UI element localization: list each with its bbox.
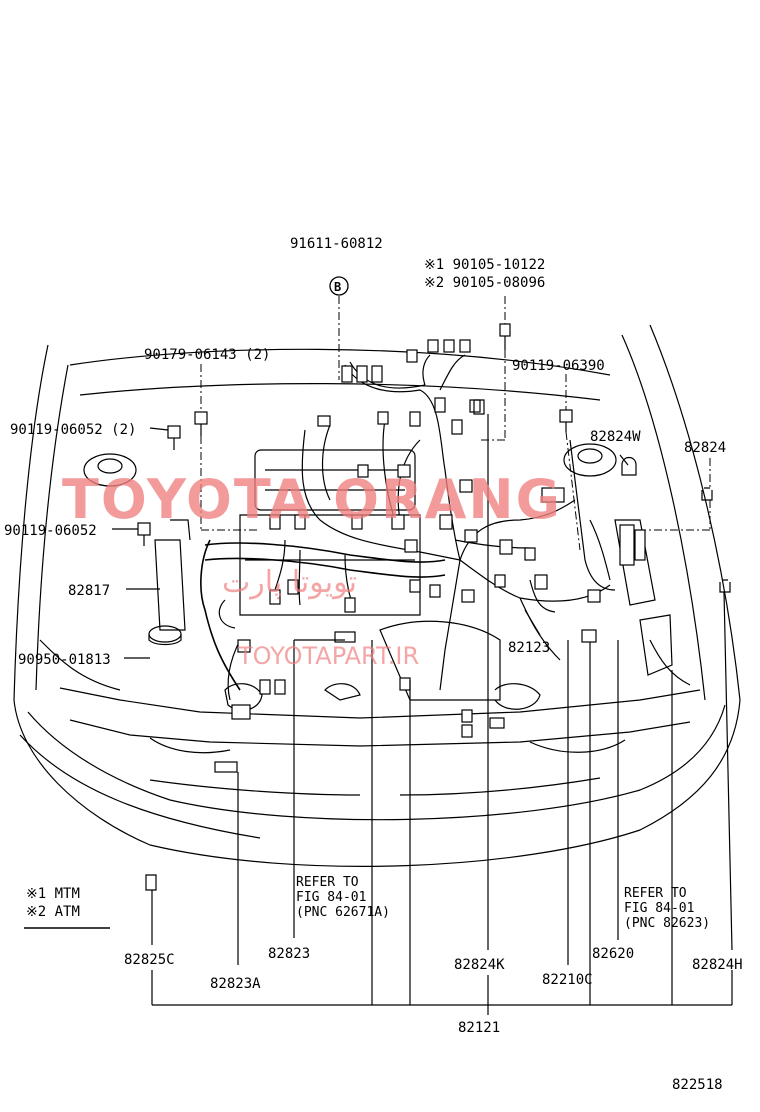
label-82825c: 82825C: [124, 952, 175, 968]
label-82824w: 82824W: [590, 429, 641, 445]
refer-right-line3: (PNC 82623): [624, 916, 710, 931]
harness-connectors: [214, 339, 646, 773]
part-labels: 91611-60812 B ※1 90105-10122 ※2 90105-08…: [4, 236, 743, 1093]
fasteners: [137, 323, 731, 891]
label-82824: 82824: [684, 440, 726, 456]
label-82824h: 82824H: [692, 957, 743, 973]
refer-left-line1: REFER TO: [296, 875, 359, 890]
clip-icon: [473, 399, 485, 415]
refer-left-line3: (PNC 62671A): [296, 905, 390, 920]
bolt-icon: [167, 425, 181, 450]
label-90119-06390: 90119-06390: [512, 358, 605, 374]
clip-icon: [701, 487, 713, 501]
label-90179-06143: 90179-06143 (2): [144, 347, 270, 363]
label-90950-01813: 90950-01813: [18, 652, 111, 668]
label-90105-08096: ※2 90105-08096: [424, 275, 545, 291]
label-90105-10122: ※1 90105-10122: [424, 257, 545, 273]
label-90119-06052: 90119-06052: [4, 523, 97, 539]
label-82620: 82620: [592, 946, 634, 962]
bolt-icon: [499, 323, 511, 350]
refer-right-line2: FIG 84-01: [624, 901, 694, 916]
watermark-url: TOYOTAPART.IR: [237, 642, 419, 670]
label-82121: 82121: [458, 1020, 500, 1036]
watermark-main: TOYOTA ORANG: [62, 468, 562, 531]
clip-icon: [621, 456, 637, 476]
watermark: TOYOTA ORANG تویوتا پارت TOYOTAPART.IR: [62, 468, 562, 670]
label-82824k: 82824K: [454, 957, 505, 973]
circle-b-icon: B: [329, 276, 349, 296]
bolt-icon: [194, 411, 208, 436]
label-91611-60812: 91611-60812: [290, 236, 383, 252]
refer-right-line1: REFER TO: [624, 886, 687, 901]
label-90119-06052-2: 90119-06052 (2): [10, 422, 136, 438]
refer-left-line2: FIG 84-01: [296, 890, 366, 905]
figure-number: 822518: [672, 1077, 723, 1093]
legend-mtm: ※1 MTM: [26, 886, 80, 902]
label-82123: 82123: [508, 640, 550, 656]
vehicle-body-outline: [13, 324, 741, 867]
clip-icon: [719, 579, 731, 593]
leader-lines: [112, 296, 733, 1015]
clip-icon: [145, 874, 157, 891]
legend-atm: ※2 ATM: [26, 904, 80, 920]
label-82210c: 82210C: [542, 972, 593, 988]
label-82823a: 82823A: [210, 976, 261, 992]
bolt-icon: [559, 409, 573, 432]
engine-assembly: [148, 449, 673, 720]
label-82817: 82817: [68, 583, 110, 599]
label-82823: 82823: [268, 946, 310, 962]
circle-b-letter: B: [334, 280, 341, 294]
watermark-persian: تویوتا پارت: [222, 565, 357, 600]
